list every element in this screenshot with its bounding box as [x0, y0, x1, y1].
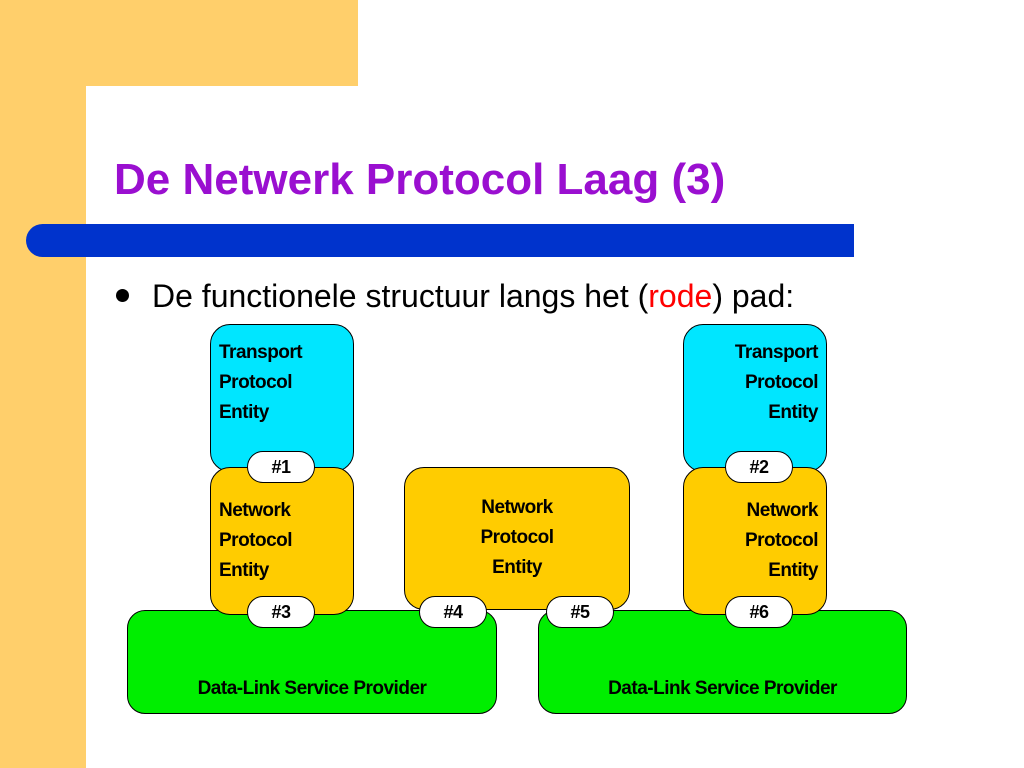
- transport-entity-left-label: Transport Protocol Entity: [219, 338, 303, 428]
- network-entity-right: Network Protocol Entity: [683, 467, 827, 615]
- sap-4: #4: [419, 596, 487, 628]
- sap-6: #6: [725, 596, 793, 628]
- label-line: Network: [746, 500, 819, 521]
- background-accent-left: [0, 0, 86, 768]
- network-entity-right-label: Network Protocol Entity: [744, 496, 819, 586]
- title-underline-bar: [26, 224, 854, 257]
- datalink-provider-right-label: Data-Link Service Provider: [608, 678, 837, 699]
- sap-5: #5: [546, 596, 614, 628]
- bullet-text-highlight: rode: [648, 278, 713, 314]
- label-line: Protocol: [480, 527, 554, 548]
- label-line: Transport: [734, 342, 819, 363]
- sap-1: #1: [247, 451, 315, 483]
- transport-entity-right-label: Transport Protocol Entity: [734, 338, 819, 428]
- network-entity-middle-label: Network Protocol Entity: [405, 493, 629, 583]
- transport-entity-right: Transport Protocol Entity: [683, 324, 827, 472]
- label-line: Entity: [219, 402, 269, 423]
- bullet-icon: [116, 289, 129, 302]
- network-entity-middle: Network Protocol Entity: [404, 467, 630, 610]
- label-line: Entity: [768, 402, 818, 423]
- sap-3: #3: [247, 596, 315, 628]
- label-line: Protocol: [219, 372, 293, 393]
- label-line: Network: [481, 497, 553, 518]
- label-line: Entity: [492, 557, 542, 578]
- transport-entity-left: Transport Protocol Entity: [210, 324, 354, 472]
- label-line: Protocol: [744, 372, 819, 393]
- slide-title: De Netwerk Protocol Laag (3): [114, 155, 726, 204]
- bullet-text-before: De functionele structuur langs het (: [152, 278, 649, 314]
- label-line: Network: [219, 500, 291, 521]
- network-entity-left: Network Protocol Entity: [210, 467, 354, 615]
- datalink-provider-left-label: Data-Link Service Provider: [197, 678, 427, 699]
- label-line: Protocol: [744, 530, 819, 551]
- label-line: Entity: [219, 560, 269, 581]
- network-entity-left-label: Network Protocol Entity: [219, 496, 293, 586]
- bullet-text: De functionele structuur langs het (rode…: [152, 274, 794, 318]
- label-line: Entity: [768, 560, 818, 581]
- label-line: Protocol: [219, 530, 293, 551]
- sap-2: #2: [725, 451, 793, 483]
- bullet-text-after: ) pad:: [712, 278, 795, 314]
- label-line: Transport: [219, 342, 303, 363]
